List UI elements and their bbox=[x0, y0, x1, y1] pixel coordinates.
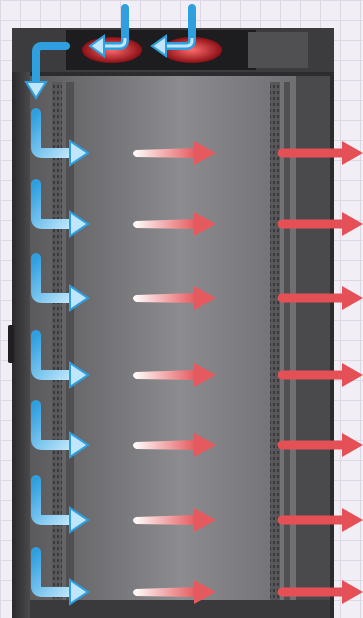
hot-air-exhaust-arrow bbox=[277, 580, 363, 604]
rack-door-left bbox=[12, 72, 30, 618]
cold-air-intake-arrows bbox=[24, 4, 196, 606]
hot-air-exhaust-arrow bbox=[277, 508, 363, 532]
hot-air-row-arrow bbox=[133, 508, 216, 532]
cold-air-down-arrow bbox=[24, 42, 70, 100]
mounting-rail-left bbox=[52, 82, 62, 602]
cold-air-row-arrow bbox=[31, 475, 90, 534]
hot-air-flow-arrows bbox=[133, 141, 216, 604]
cold-air-intake-arrow bbox=[150, 4, 196, 58]
cold-air-row-arrow bbox=[31, 253, 90, 312]
cold-air-row-arrow bbox=[31, 108, 90, 167]
cold-air-row-arrow bbox=[31, 330, 90, 389]
cold-air-row-arrow bbox=[31, 547, 90, 606]
hot-air-row-arrow bbox=[133, 212, 216, 236]
hot-air-row-arrow bbox=[133, 580, 216, 604]
hot-air-exhaust-arrow bbox=[277, 286, 363, 310]
hot-air-exhaust-arrow bbox=[277, 212, 363, 236]
hot-air-row-arrow bbox=[133, 141, 216, 165]
mounting-rail-left-inner bbox=[66, 82, 74, 602]
mounting-rail-right-inner bbox=[284, 82, 290, 602]
mounting-rail-right bbox=[270, 82, 280, 602]
hot-air-row-arrow bbox=[133, 363, 216, 387]
hot-air-exhaust-arrows bbox=[277, 141, 363, 604]
cold-air-row-arrow bbox=[31, 400, 90, 459]
cold-air-row-arrow bbox=[31, 179, 90, 238]
hot-air-exhaust-arrow bbox=[277, 363, 363, 387]
cold-air-intake-arrow bbox=[88, 4, 129, 58]
hot-air-exhaust-arrow bbox=[277, 141, 363, 165]
hot-air-row-arrow bbox=[133, 433, 216, 457]
server-rack bbox=[8, 28, 334, 618]
hot-air-exhaust-arrow bbox=[277, 433, 363, 457]
rack-bottom-frame bbox=[30, 600, 330, 618]
hot-air-row-arrow bbox=[133, 286, 216, 310]
fan-vent bbox=[248, 32, 308, 68]
door-handle bbox=[8, 325, 14, 363]
